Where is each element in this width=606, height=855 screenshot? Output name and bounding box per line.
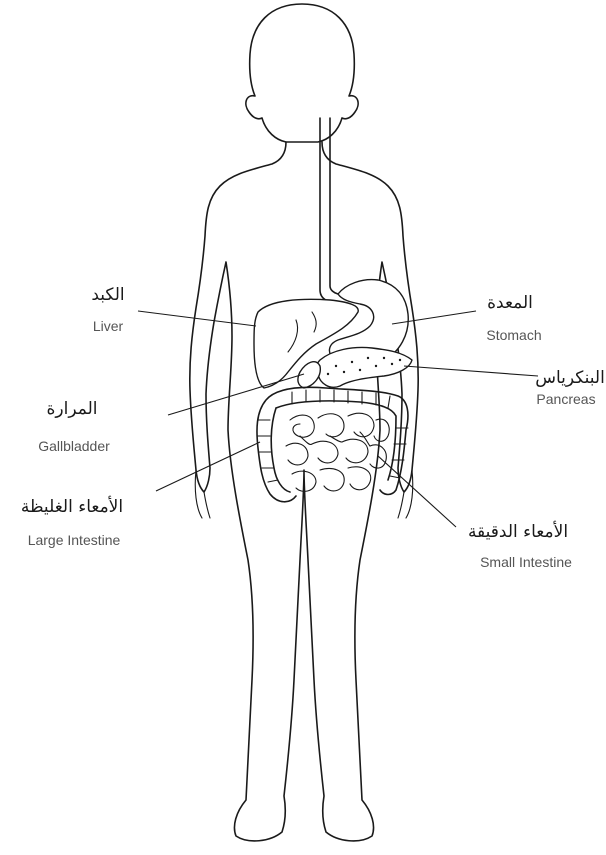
pancreas-shape (317, 348, 412, 388)
gallbladder-leader (168, 374, 304, 415)
label-stomach-english: Stomach (486, 327, 541, 343)
label-gallbladder-english: Gallbladder (38, 438, 110, 454)
label-stomach: المعدة Stomach (486, 293, 541, 343)
liver-leader (138, 311, 256, 326)
label-liver-english: Liver (93, 318, 124, 334)
label-pancreas-english: Pancreas (536, 391, 595, 407)
label-pancreas-arabic: البنكرياس (535, 368, 605, 388)
label-large-intestine: الأمعاء الغليظة Large Intestine (21, 496, 123, 548)
label-small-intestine-arabic: الأمعاء الدقيقة (468, 521, 568, 542)
label-liver-arabic: الكبد (91, 285, 124, 305)
small-intestine-leader (378, 456, 456, 527)
body-outline (190, 4, 418, 841)
label-large-intestine-arabic: الأمعاء الغليظة (21, 496, 123, 517)
label-large-intestine-english: Large Intestine (28, 532, 121, 548)
head-outline (246, 4, 358, 142)
label-stomach-arabic: المعدة (487, 293, 533, 313)
label-small-intestine: الأمعاء الدقيقة Small Intestine (468, 521, 572, 570)
label-pancreas: البنكرياس Pancreas (535, 368, 605, 407)
label-gallbladder: المرارة Gallbladder (38, 399, 110, 454)
pancreas-leader (404, 366, 538, 376)
label-gallbladder-arabic: المرارة (47, 399, 98, 419)
label-liver: الكبد Liver (91, 285, 124, 334)
label-small-intestine-english: Small Intestine (480, 554, 572, 570)
small-intestine-shape (286, 413, 389, 491)
